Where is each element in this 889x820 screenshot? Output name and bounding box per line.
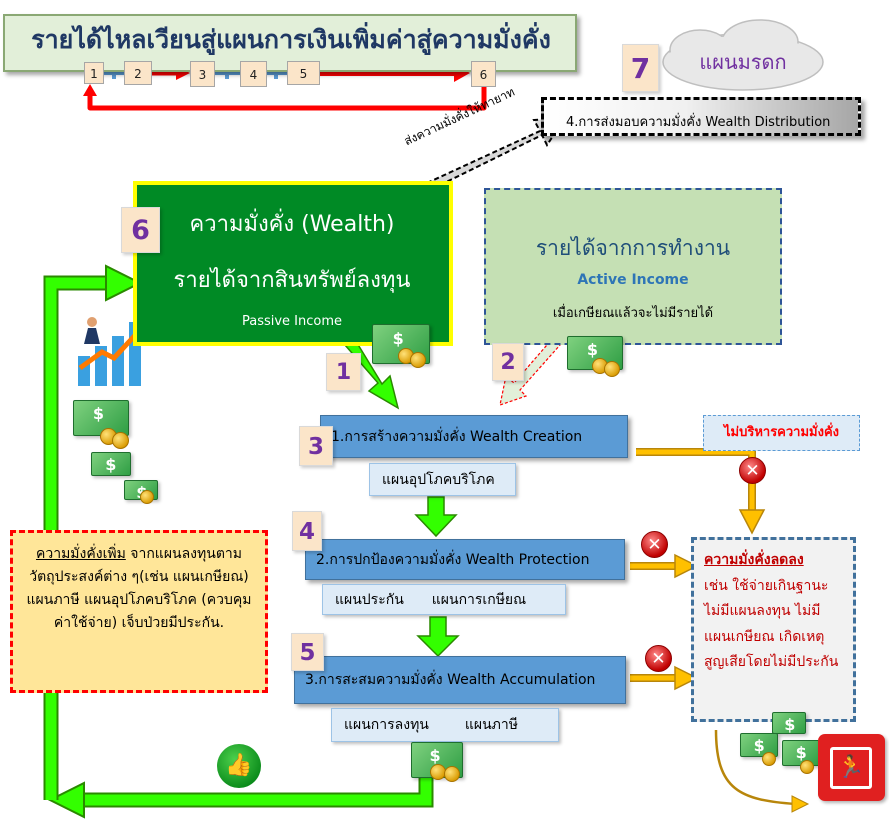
wealth-decrease-box: ความมั่งคั่งลดลง เช่น ใช้จ่ายเกินฐานะ ไม…	[691, 537, 856, 722]
stage-protection-number: 4	[292, 511, 322, 551]
wealth-box	[133, 181, 453, 346]
flow-step-1: 1	[84, 62, 104, 84]
flow-step-2: 2	[124, 61, 152, 85]
coin-icon	[604, 361, 620, 377]
cloud-shape	[662, 19, 824, 91]
stage-accumulation-label: 3.การสะสมความมั่งคั่ง Wealth Accumulatio…	[305, 672, 596, 688]
active-income-title: รายได้จากการทำงาน	[535, 236, 731, 260]
money-icon	[73, 400, 129, 436]
coin-icon	[762, 752, 776, 766]
orange-arrow-nomanage	[636, 448, 766, 535]
flow-return-loop	[87, 86, 487, 111]
wealth-passive-label: Passive Income	[241, 314, 343, 329]
money-icon	[772, 712, 806, 734]
orange-arrow-accumulation	[630, 665, 699, 691]
wealth-title: ความมั่งคั่ง (Wealth)	[189, 212, 395, 237]
legacy-label: แผนมรดก	[699, 50, 787, 74]
x-mark-icon: ✕	[641, 531, 668, 558]
active-income-subtitle: Active Income	[577, 272, 689, 288]
coin-icon	[112, 432, 129, 449]
x-mark-icon: ✕	[645, 645, 672, 672]
plan-investment: แผนการลงทุน	[344, 717, 429, 733]
arrow-2-dashed	[499, 337, 561, 406]
curve-arrow-exit	[714, 729, 810, 813]
x-mark-icon: ✕	[739, 457, 766, 484]
no-management-box: ไม่บริหารความมั่งคั่ง	[703, 415, 860, 451]
flow-step-4: 4	[240, 61, 267, 87]
wealth-increase-heading: ความมั่งคั่งเพิ่ม	[35, 546, 126, 562]
plan-tax: แผนภาษี	[464, 717, 518, 733]
wealth-subtitle: รายได้จากสินทรัพย์ลงทุน	[173, 268, 411, 293]
wealth-increase-note: ความมั่งคั่งเพิ่ม จากแผนลงทุนตามวัตถุประ…	[10, 530, 268, 693]
wealth-increase-text: จากแผนลงทุนตามวัตถุประสงค์ต่าง ๆ(เช่น แผ…	[26, 546, 252, 631]
stage-arrow-down-1	[414, 496, 458, 538]
coin-icon	[444, 766, 460, 782]
legacy-number: 7	[622, 44, 659, 92]
wealth-decrease-text: เช่น ใช้จ่ายเกินฐานะ ไม่มีแผนลงทุน ไม่มี…	[704, 577, 839, 671]
coin-icon	[800, 760, 814, 774]
distribution-label: 4.การส่งมอบความมั่งคั่ง Wealth Distribut…	[566, 115, 831, 130]
stage-creation-bar: 1.การสร้างความมั่งคั่ง Wealth Creation	[320, 415, 628, 458]
coin-icon	[140, 490, 154, 504]
wealth-decrease-heading: ความมั่งคั่งลดลง	[704, 552, 804, 568]
active-income-box	[484, 188, 782, 345]
stage-accumulation-bar: 3.การสะสมความมั่งคั่ง Wealth Accumulatio…	[294, 656, 626, 704]
growth-chart-icon	[78, 317, 146, 386]
flow-step-3: 3	[190, 61, 215, 87]
stage-protection-label: 2.การปกป้องความมั่งคั่ง Wealth Protectio…	[316, 551, 590, 568]
stage-creation-label: 1.การสร้างความมั่งคั่ง Wealth Creation	[331, 428, 583, 445]
page-title: รายได้ไหลเวียนสู่แผนการเงินเพิ่มค่าสู่คว…	[31, 25, 551, 54]
stage-creation-number: 3	[299, 426, 333, 466]
plan-insurance: แผนประกัน	[335, 591, 404, 608]
stage-accumulation-plans: แผนการลงทุน แผนภาษี	[331, 708, 559, 742]
stage-arrow-down-2	[416, 616, 460, 658]
arrow-1-number: 1	[326, 353, 361, 391]
stage-accumulation-number: 5	[291, 633, 324, 671]
thumbs-up-icon: 👍	[217, 744, 261, 788]
flow-step-6: 6	[471, 61, 496, 87]
plan-retirement: แผนการเกษียณ	[431, 591, 527, 608]
exit-door-icon: 🏃	[830, 747, 872, 789]
exit-icon	[818, 734, 885, 801]
arrow-2-number: 2	[492, 343, 524, 381]
stage-protection-plans: แผนประกัน แผนการเกษียณ	[322, 584, 566, 615]
stage-creation-plan: แผนอุปโภคบริโภค	[369, 463, 516, 496]
wealth-number: 6	[121, 207, 160, 253]
flow-return-head	[83, 84, 97, 96]
stage-protection-bar: 2.การปกป้องความมั่งคั่ง Wealth Protectio…	[305, 539, 625, 580]
active-income-note: เมื่อเกษียณแล้วจะไม่มีรายได้	[552, 306, 714, 321]
money-icon	[91, 452, 131, 476]
coin-icon	[410, 352, 426, 368]
plan-consumption: แผนอุปโภคบริโภค	[382, 471, 495, 488]
orange-arrow-protection	[630, 553, 699, 579]
distribution-box	[541, 97, 861, 136]
flow-step-5: 5	[287, 61, 320, 85]
